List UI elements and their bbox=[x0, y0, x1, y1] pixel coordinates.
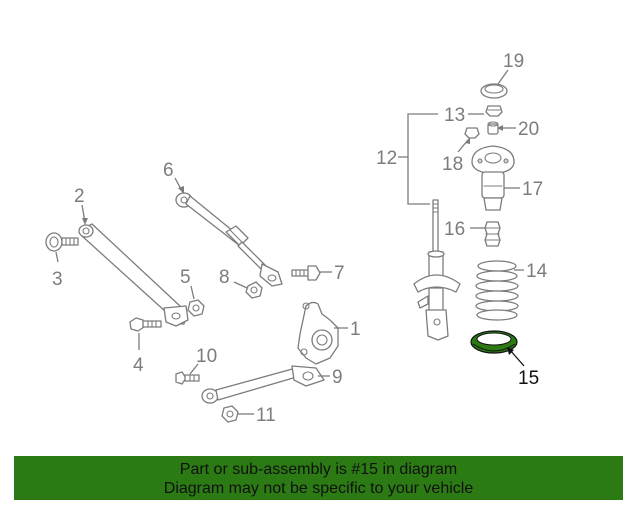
callout-3[interactable]: 3 bbox=[52, 269, 63, 290]
parts-diagram: 1 2 3 4 5 6 7 8 9 10 11 12 13 14 15 16 1… bbox=[45, 51, 548, 426]
callout-1[interactable]: 1 bbox=[350, 319, 361, 340]
info-banner: Part or sub-assembly is #15 in diagram D… bbox=[14, 456, 623, 500]
callout-6[interactable]: 6 bbox=[163, 160, 174, 181]
callout-20[interactable]: 20 bbox=[518, 119, 539, 140]
callout-2[interactable]: 2 bbox=[74, 186, 85, 207]
callout-19[interactable]: 19 bbox=[503, 51, 524, 72]
callout-17[interactable]: 17 bbox=[522, 179, 543, 200]
callout-7[interactable]: 7 bbox=[334, 263, 345, 284]
part-17-strut-mount[interactable] bbox=[471, 145, 515, 211]
part-9-trailing-arm[interactable] bbox=[201, 365, 325, 404]
callout-13[interactable]: 13 bbox=[444, 105, 465, 126]
callout-11[interactable]: 11 bbox=[256, 405, 276, 426]
callout-16[interactable]: 16 bbox=[444, 219, 465, 240]
part-7-bolt[interactable] bbox=[291, 265, 321, 281]
callout-5[interactable]: 5 bbox=[180, 267, 191, 288]
banner-line-disclaimer: Diagram may not be specific to your vehi… bbox=[163, 480, 474, 497]
callout-15[interactable]: 15 bbox=[518, 368, 539, 389]
part-2-lateral-arm[interactable] bbox=[78, 223, 189, 327]
callout-14[interactable]: 14 bbox=[526, 261, 548, 282]
callout-8[interactable]: 8 bbox=[219, 267, 230, 288]
callout-12[interactable]: 12 bbox=[376, 148, 397, 169]
part-20-bushing[interactable] bbox=[487, 121, 499, 135]
callout-labels: 1 2 3 4 5 6 7 8 9 10 11 12 13 14 15 16 1… bbox=[52, 51, 548, 426]
part-18-nut[interactable] bbox=[464, 127, 480, 139]
part-6-adjustable-rod[interactable] bbox=[175, 192, 283, 287]
callout-9[interactable]: 9 bbox=[332, 367, 343, 388]
part-15-spring-insulator[interactable] bbox=[470, 330, 518, 354]
part-12-strut-assembly[interactable] bbox=[413, 199, 461, 341]
banner-line-part-info: Part or sub-assembly is #15 in diagram bbox=[179, 461, 458, 478]
callout-18[interactable]: 18 bbox=[442, 154, 463, 175]
part-16-bump-stop[interactable] bbox=[484, 221, 501, 247]
callout-4[interactable]: 4 bbox=[133, 355, 144, 376]
part-10-bolt[interactable] bbox=[175, 371, 200, 385]
part-1-knuckle[interactable] bbox=[297, 301, 339, 365]
leader-lines bbox=[55, 69, 525, 415]
part-11-nut[interactable] bbox=[221, 405, 239, 423]
part-8-nut[interactable] bbox=[245, 281, 263, 299]
part-4-bolt[interactable] bbox=[129, 317, 162, 332]
part-13-nut[interactable] bbox=[485, 105, 503, 117]
part-3-bolt[interactable] bbox=[45, 232, 79, 252]
callout-10[interactable]: 10 bbox=[196, 346, 217, 367]
part-14-coil-spring[interactable] bbox=[475, 260, 519, 321]
part-5-nut[interactable] bbox=[187, 299, 205, 317]
part-19-mount-cap[interactable] bbox=[480, 83, 508, 99]
